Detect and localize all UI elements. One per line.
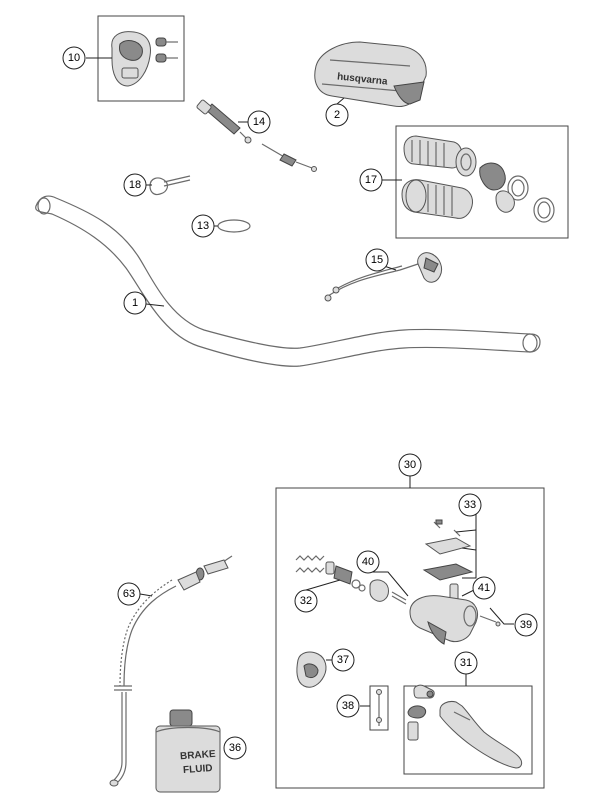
leader-32	[305, 579, 341, 591]
callout-63: 63	[117, 582, 141, 606]
leader-2	[336, 97, 345, 105]
svg-text:2: 2	[334, 109, 340, 121]
part-31-frame	[403, 685, 533, 775]
callout-38: 38	[336, 694, 360, 718]
svg-text:63: 63	[123, 588, 135, 600]
callout-13: 13	[191, 214, 215, 238]
part-33-reservoir-cover	[422, 519, 474, 581]
svg-text:33: 33	[464, 499, 476, 511]
callout-1: 1	[123, 291, 147, 315]
callout-31: 31	[454, 651, 478, 675]
callout-30: 30	[398, 453, 422, 477]
part-17-grips	[401, 135, 555, 223]
svg-text:38: 38	[342, 700, 354, 712]
svg-text:37: 37	[337, 654, 349, 666]
part-41-master-cylinder	[409, 583, 501, 645]
svg-text:1: 1	[132, 297, 138, 309]
part-15-wiring-switch	[324, 252, 443, 302]
leader-63	[139, 593, 153, 597]
part-40-boot	[369, 579, 407, 605]
leader-41	[461, 589, 475, 597]
part-2-handlebar-pad: husqvarna	[314, 41, 427, 107]
part-31-brake-lever	[407, 684, 523, 769]
part-10-switch	[111, 31, 178, 87]
svg-text:30: 30	[404, 459, 416, 471]
leader-39	[489, 607, 514, 625]
part-37-clamp	[296, 651, 327, 688]
part-38-pin	[369, 685, 389, 731]
pad-brand-text: husqvarna	[337, 71, 389, 87]
leader-1	[145, 303, 165, 307]
callout-2: 2	[325, 103, 349, 127]
callout-10: 10	[62, 46, 86, 70]
part-18-cable-tie	[149, 175, 191, 196]
callout-39: 39	[514, 613, 538, 637]
svg-text:15: 15	[371, 254, 383, 266]
callout-33: 33	[458, 493, 482, 517]
leader-33	[462, 514, 477, 579]
svg-text:39: 39	[520, 619, 532, 631]
callout-40: 40	[356, 550, 380, 574]
callout-41: 41	[472, 576, 496, 600]
part-13-o-ring	[217, 219, 251, 233]
part-36-brake-fluid-bottle: BRAKE FLUID	[155, 709, 221, 793]
part-1-handlebar	[35, 195, 541, 367]
part-14-throttle-cable	[196, 99, 317, 172]
leader-33b	[455, 529, 477, 533]
callout-32: 32	[294, 589, 318, 613]
brake-fluid-line2: FLUID	[183, 763, 213, 776]
leader-33c	[461, 547, 477, 551]
svg-text:18: 18	[129, 179, 141, 191]
svg-text:17: 17	[365, 174, 377, 186]
brake-fluid-line1: BRAKE	[180, 749, 217, 762]
svg-text:13: 13	[197, 220, 209, 232]
svg-text:31: 31	[460, 657, 472, 669]
svg-text:32: 32	[300, 595, 312, 607]
callout-37: 37	[331, 648, 355, 672]
callout-14: 14	[247, 110, 271, 134]
part-17-frame	[395, 125, 569, 239]
svg-text:14: 14	[253, 116, 265, 128]
svg-text:36: 36	[229, 742, 241, 754]
callout-36: 36	[223, 736, 247, 760]
part-32-piston-kit	[295, 555, 366, 592]
callout-15: 15	[365, 248, 389, 272]
svg-text:10: 10	[68, 52, 80, 64]
svg-text:40: 40	[362, 556, 374, 568]
svg-text:41: 41	[478, 582, 490, 594]
part-63-brake-line	[109, 555, 233, 787]
part-30-frame	[275, 487, 545, 789]
callout-18: 18	[123, 173, 147, 197]
leader-40	[368, 571, 409, 597]
callout-17: 17	[359, 168, 383, 192]
